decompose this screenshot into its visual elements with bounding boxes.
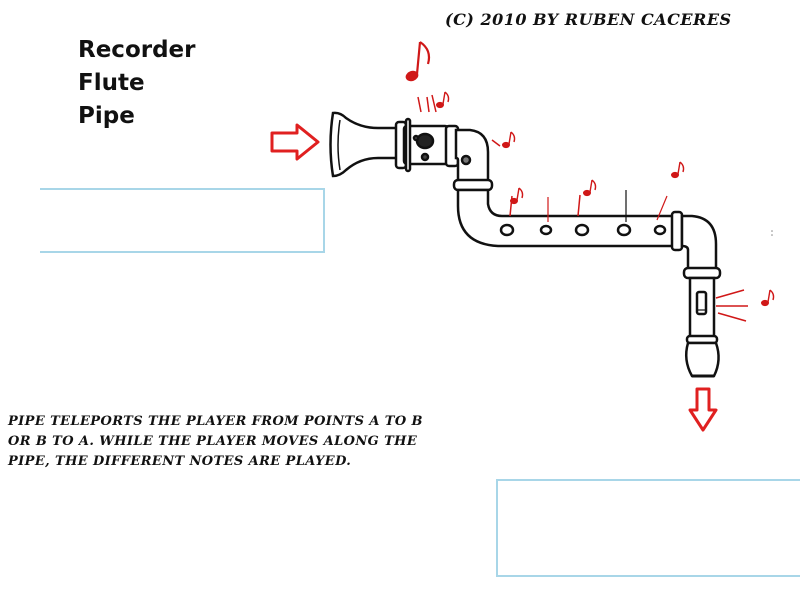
description-text: Pipe teleports the player from points A … xyxy=(8,414,423,469)
platform-b xyxy=(496,479,800,577)
copyright-text: (c) 2010 by Ruben Caceres xyxy=(445,10,732,29)
title-line-recorder: Recorder xyxy=(78,37,196,63)
pipe-mouthpiece xyxy=(394,117,460,173)
game-title: Recorder Flute Pipe xyxy=(78,34,196,133)
arrow-down-icon xyxy=(688,387,718,432)
pipe-horizontal-body xyxy=(456,188,678,248)
music-note-icon xyxy=(405,41,775,307)
arrow-right-icon xyxy=(270,123,320,161)
pipe-exit-body xyxy=(684,276,720,378)
pipe-elbow-lower xyxy=(670,210,722,280)
pipe-entry-bell xyxy=(329,111,404,178)
pipe-elbow-upper xyxy=(452,128,494,192)
platform-a xyxy=(40,188,325,253)
stray-marks xyxy=(771,230,773,236)
title-line-flute: Flute xyxy=(78,70,145,96)
title-line-pipe: Pipe xyxy=(78,103,135,129)
sound-lines xyxy=(417,94,748,322)
